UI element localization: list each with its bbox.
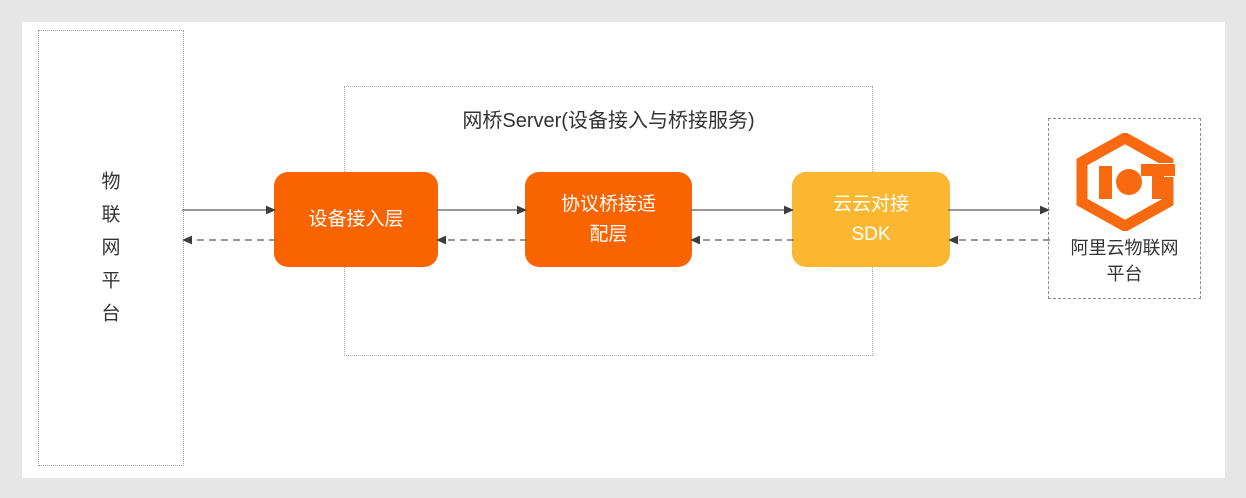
diagram-canvas: 物 联 网 平 台 网桥Server(设备接入与桥接服务) 设备接入层 协议桥接…	[22, 22, 1225, 478]
aliyun-iot-platform-label-line-1: 阿里云物联网	[1070, 238, 1179, 258]
iot-platform-container: 物 联 网 平 台	[38, 30, 184, 466]
iot-platform-label: 物 联 网 平 台	[39, 166, 183, 331]
box-protocol-bridge-label: 协议桥接适 配层	[561, 190, 656, 250]
connector-3-reverse-arrow	[690, 235, 794, 245]
aliyun-iot-platform-label-line-2: 平台	[1106, 264, 1143, 284]
connector-platform-to-device-access	[182, 200, 276, 245]
bridge-server-title: 网桥Server(设备接入与桥接服务)	[462, 110, 755, 132]
iot-platform-label-char-3: 网	[101, 237, 121, 259]
box-protocol-bridge-line-2: 配层	[589, 223, 628, 245]
iot-platform-label-char-5: 台	[101, 303, 121, 325]
iot-platform-label-char-4: 平	[101, 270, 121, 292]
connector-4-forward-arrow	[948, 205, 1050, 215]
iot-hexagon-logo-icon	[1073, 131, 1177, 233]
box-protocol-bridge-line-1: 协议桥接适	[560, 193, 656, 215]
box-protocol-bridge[interactable]: 协议桥接适 配层	[525, 172, 692, 267]
box-cloud-sdk-line-1: 云云对接	[832, 193, 909, 215]
box-device-access-label: 设备接入层	[308, 205, 403, 235]
connector-2-reverse-arrow	[436, 235, 527, 245]
connector-protocol-bridge-to-cloud-sdk	[690, 200, 794, 245]
box-cloud-sdk-line-2: SDK	[851, 223, 891, 245]
connector-3-forward-arrow	[690, 205, 794, 215]
box-device-access[interactable]: 设备接入层	[274, 172, 438, 267]
connector-cloud-sdk-to-aliyun-iot	[948, 200, 1050, 245]
iot-platform-label-char-2: 联	[101, 204, 121, 226]
box-cloud-sdk-label: 云云对接 SDK	[833, 190, 909, 250]
connector-1-forward-arrow	[182, 205, 276, 215]
connector-device-access-to-protocol-bridge	[436, 200, 527, 245]
box-device-access-line-1: 设备接入层	[308, 208, 404, 230]
aliyun-iot-platform-label: 阿里云物联网 平台	[1049, 235, 1200, 287]
connector-4-reverse-arrow	[948, 235, 1050, 245]
box-cloud-sdk[interactable]: 云云对接 SDK	[792, 172, 950, 267]
aliyun-iot-platform-container: 阿里云物联网 平台	[1048, 118, 1201, 299]
iot-platform-label-char-1: 物	[101, 171, 121, 193]
connector-1-reverse-arrow	[182, 235, 276, 245]
connector-2-forward-arrow	[436, 205, 527, 215]
